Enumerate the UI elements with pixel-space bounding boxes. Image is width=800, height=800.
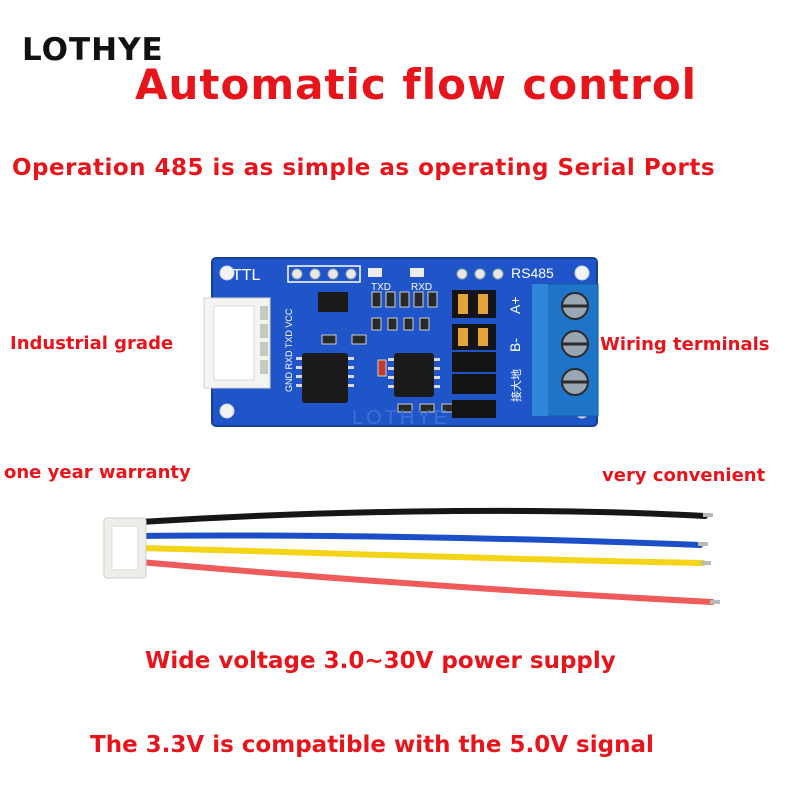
- screw-terminal-block: [531, 283, 599, 417]
- led-label-rxd: RXD: [411, 282, 432, 293]
- pin-labels: GND RXD TXD VCC: [284, 308, 294, 392]
- jst-connector: [203, 297, 271, 389]
- rs485-label: RS485: [511, 265, 554, 281]
- terminal-label-a: A+: [507, 296, 523, 314]
- headline: Automatic flow control: [135, 60, 698, 109]
- voltage-line: Wide voltage 3.0~30V power supply: [145, 648, 616, 674]
- terminal-label-b: B-: [507, 338, 523, 352]
- label-industrial-grade: Industrial grade: [10, 333, 174, 354]
- label-wiring-terminals: Wiring terminals: [600, 334, 770, 355]
- compatibility-line: The 3.3V is compatible with the 5.0V sig…: [90, 732, 654, 758]
- terminal-screw-icon: [561, 292, 589, 396]
- board-silkscreen-brand: LOTHYE: [352, 407, 450, 429]
- dupont-cable: [103, 507, 720, 605]
- ttl-label: TTL: [232, 267, 261, 284]
- label-very-convenient: very convenient: [602, 465, 766, 486]
- ground-label: 接大地: [509, 369, 523, 402]
- subtitle: Operation 485 is as simple as operating …: [12, 155, 716, 181]
- brand-logo: LOTHYE: [22, 32, 164, 68]
- label-warranty: one year warranty: [4, 462, 191, 483]
- led-label-txd: TXD: [371, 282, 391, 293]
